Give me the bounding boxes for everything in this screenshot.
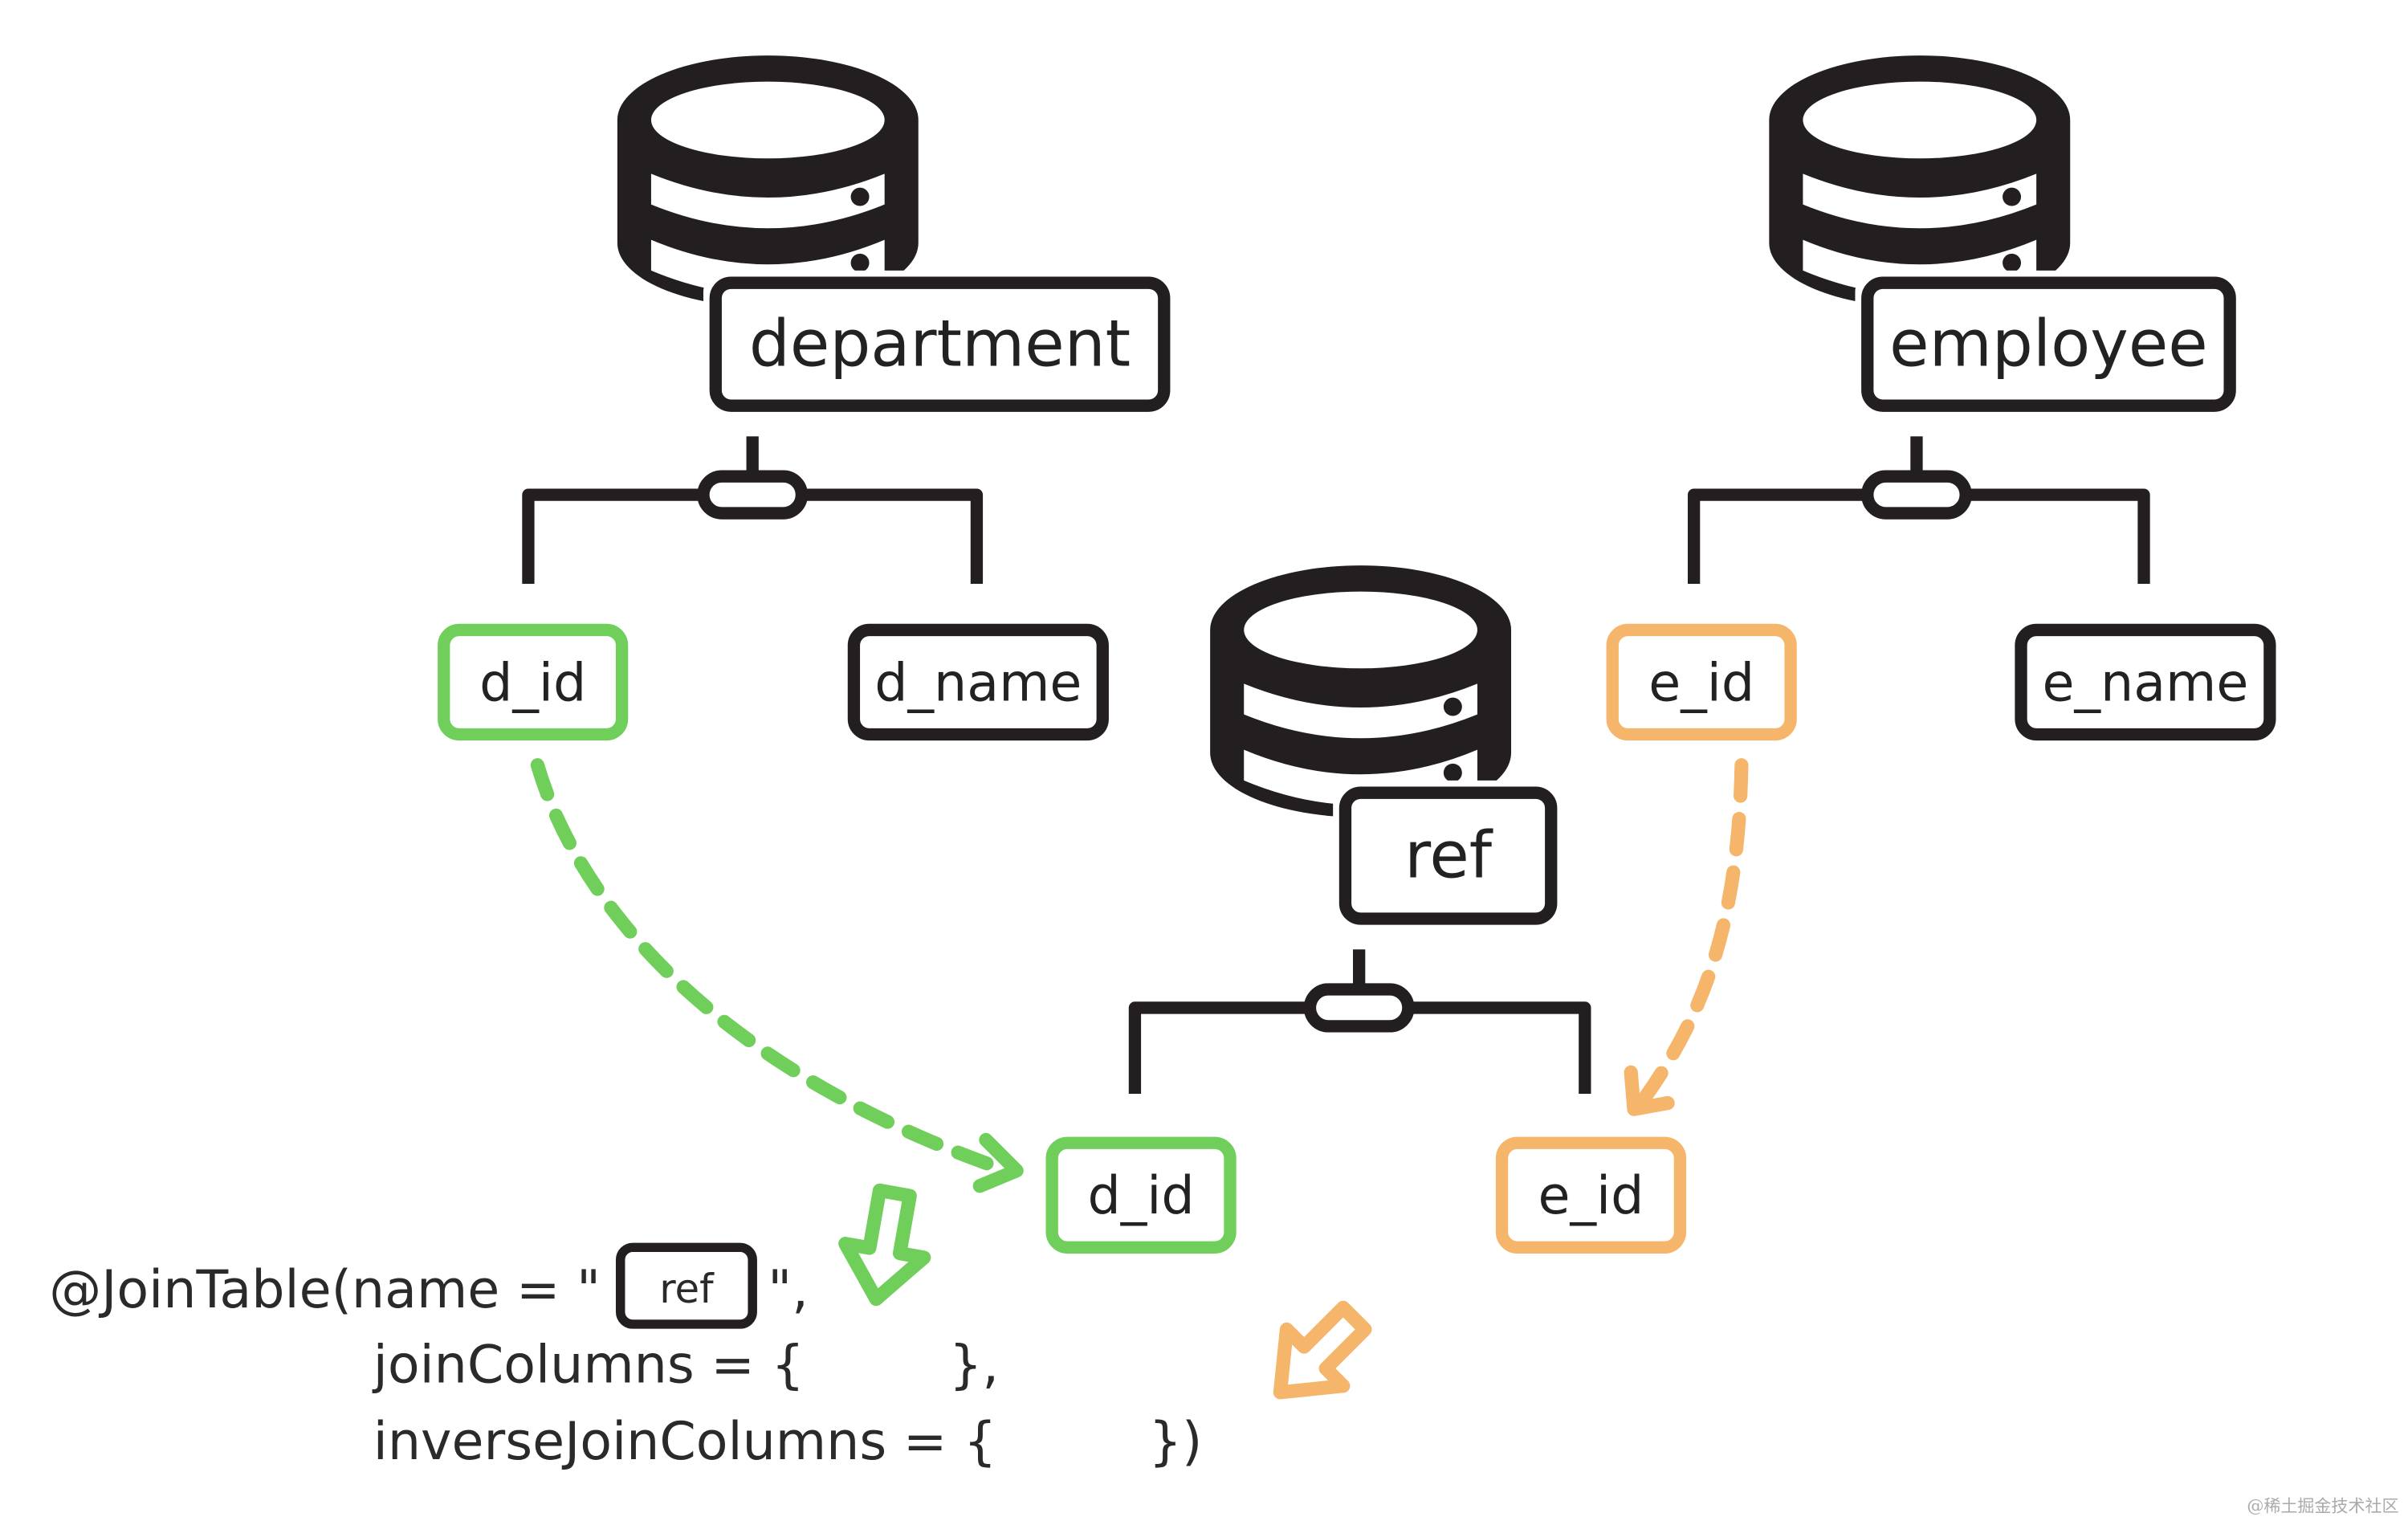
code-line2-prefix: joinColumns = {: [372, 1335, 805, 1396]
department-column-d-name: d_name: [874, 653, 1082, 713]
code-line3-prefix: inverseJoinColumns = {: [373, 1412, 997, 1472]
code-line1-ref: ref: [659, 1266, 715, 1312]
arrow-down-icon: [1273, 1300, 1372, 1400]
e-id-link-arrow: [1624, 758, 1749, 1116]
ref-column-e-id: e_id: [1538, 1166, 1644, 1226]
ref-column-d-id: d_id: [1088, 1166, 1195, 1226]
ref-table: ref d_id e_id: [1045, 565, 1687, 1254]
ref-name-box: [615, 1242, 757, 1329]
department-table: department d_id d_name: [438, 55, 1177, 741]
d-id-key-box: [438, 623, 629, 741]
code-line1-prefix: @JoinTable(name = ": [49, 1260, 601, 1320]
code-line3-suffix: }): [1149, 1412, 1203, 1472]
tree-connector-icon: [1687, 436, 2150, 585]
employee-table: employee e_id e_name: [1606, 55, 2276, 741]
ref-e-id-box: [1495, 1136, 1687, 1254]
department-table-name: department: [749, 305, 1131, 381]
code-line1-suffix: ",: [768, 1260, 809, 1320]
employee-column-e-name: e_name: [2042, 653, 2248, 713]
d-id-link-arrow: [530, 758, 1024, 1193]
watermark: @稀土掘金技术社区: [2247, 1495, 2398, 1515]
ref-d-id-box: [1045, 1136, 1237, 1254]
e-name-column-box: [2015, 623, 2276, 741]
department-column-d-id: d_id: [479, 653, 586, 713]
join-table-annotation: @JoinTable(name = " ref ", joinColumns =…: [49, 1242, 1203, 1472]
e-id-key-box: [1606, 623, 1797, 741]
arrow-down-icon: [838, 1183, 931, 1307]
d-name-column-box: [847, 623, 1109, 741]
ref-table-name: ref: [1404, 817, 1493, 892]
tree-connector-icon: [522, 436, 984, 585]
employee-table-name: employee: [1889, 305, 2208, 381]
tree-connector-icon: [1128, 949, 1591, 1095]
code-line2-suffix: },: [949, 1335, 999, 1396]
employee-column-e-id: e_id: [1648, 653, 1754, 713]
